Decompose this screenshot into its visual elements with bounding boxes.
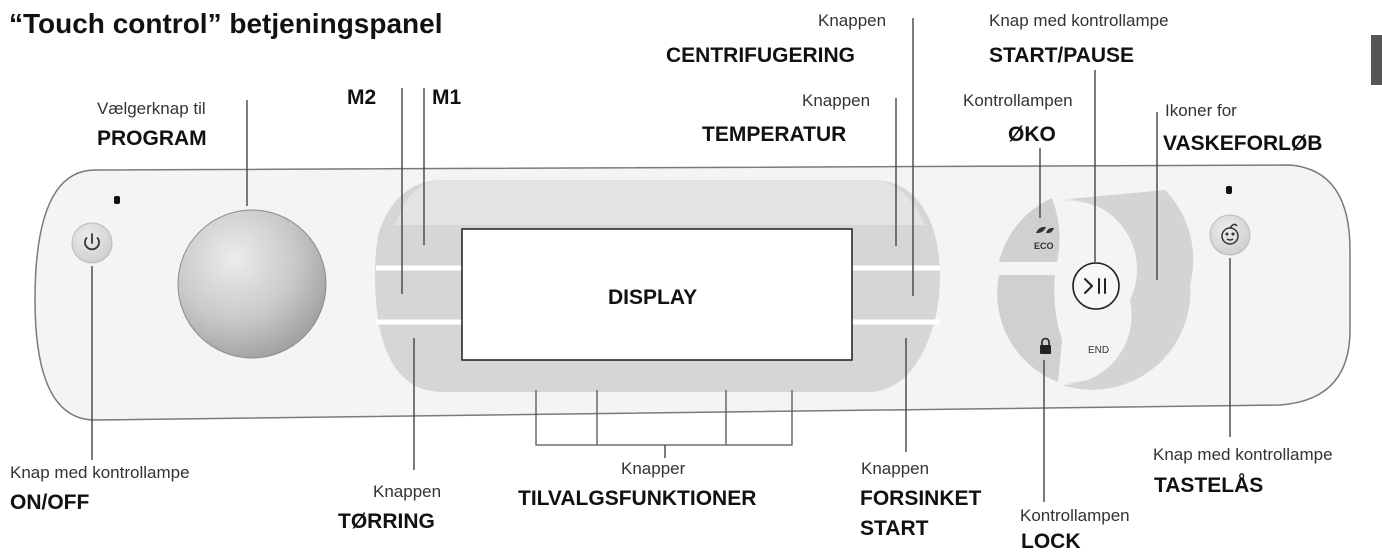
- display-screen: [461, 228, 853, 361]
- oko-label-small: Kontrollampen: [963, 91, 1073, 110]
- start-pause-icon: [1084, 278, 1106, 294]
- power-icon: [84, 233, 100, 251]
- side-tab: [1371, 35, 1382, 85]
- tastelas-label-small: Knap med kontrollampe: [1153, 445, 1333, 464]
- program-knob[interactable]: [177, 209, 327, 359]
- display-label: DISPLAY: [608, 286, 698, 309]
- lock-icon: [1040, 337, 1051, 354]
- tastelas-label: TASTELÅS: [1154, 474, 1264, 497]
- tilvalg-label: TILVALGSFUNKTIONER: [518, 487, 757, 510]
- tastelas-button[interactable]: [1209, 214, 1251, 256]
- lock-label-small: Kontrollampen: [1020, 506, 1130, 525]
- tilvalg-label-small: Knapper: [621, 459, 686, 478]
- forsinket-label-small: Knappen: [861, 459, 930, 478]
- oko-label: ØKO: [1008, 123, 1056, 146]
- on-off-label-small: Knap med kontrollampe: [10, 463, 190, 482]
- on-off-led: [114, 196, 120, 204]
- vaskeforlob-label: VASKEFORLØB: [1163, 132, 1323, 155]
- lock-lamp-segment: [997, 275, 1062, 382]
- m2-label: M2: [347, 86, 377, 109]
- temperatur-label: TEMPERATUR: [702, 123, 847, 146]
- start-pause-label-small: Knap med kontrollampe: [989, 11, 1169, 30]
- program-label-small: Vælgerknap til: [97, 99, 206, 118]
- start-pause-label: START/PAUSE: [989, 44, 1135, 67]
- baby-face-icon: [1221, 223, 1239, 245]
- option-buttons-bracket: [535, 390, 793, 446]
- on-off-label: ON/OFF: [10, 491, 90, 514]
- program-label: PROGRAM: [97, 127, 207, 150]
- forsinket-label: FORSINKET: [860, 487, 982, 510]
- torring-label: TØRRING: [338, 510, 435, 533]
- eco-leaf-icon: [1036, 226, 1054, 234]
- temperatur-label-small: Knappen: [802, 91, 871, 110]
- vaskeforlob-label-small: Ikoner for: [1165, 101, 1237, 120]
- m1-label: M1: [432, 86, 462, 109]
- bezel-top-highlight: [395, 180, 925, 225]
- centrifugering-label-small: Knappen: [818, 11, 887, 30]
- leader-lines: [91, 18, 1231, 502]
- lock-label: LOCK: [1021, 530, 1081, 553]
- eco-lamp-segment: [999, 198, 1060, 262]
- eco-icon-label: ECO: [1034, 241, 1054, 251]
- torring-label-small: Knappen: [373, 482, 442, 501]
- centrifugering-label: CENTRIFUGERING: [666, 44, 855, 67]
- bezel-button-gaps: [376, 265, 940, 325]
- end-icon-label: END: [1088, 345, 1110, 356]
- forsinket-start-label: START: [860, 517, 929, 540]
- start-pause-button[interactable]: [1072, 262, 1120, 310]
- tastelas-led: [1226, 186, 1232, 194]
- diagram-title: “Touch control” betjeningspanel: [9, 8, 443, 39]
